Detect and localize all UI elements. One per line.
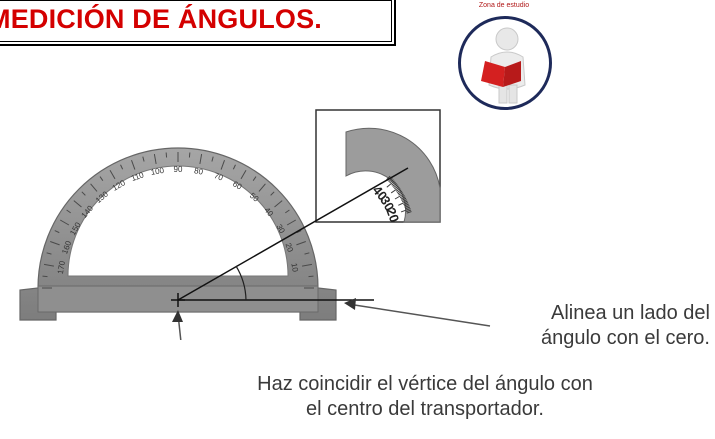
protractor-tick bbox=[258, 183, 266, 192]
vertex-caption: Haz coincidir el vértice del ángulo con … bbox=[226, 372, 624, 422]
protractor-tick-label: 70 bbox=[213, 171, 225, 183]
zoom-tick bbox=[403, 202, 409, 206]
badge-label: Zona de estudio bbox=[478, 2, 530, 9]
protractor-tick bbox=[301, 263, 313, 267]
zoom-tick bbox=[393, 184, 398, 189]
protractor-tick bbox=[46, 252, 52, 255]
protractor-tick bbox=[240, 169, 247, 180]
protractor-tick bbox=[120, 164, 124, 170]
zoom-tick bbox=[401, 197, 407, 201]
protractor-tick bbox=[274, 200, 283, 208]
protractor-tick bbox=[232, 164, 236, 170]
zoom-tick bbox=[399, 194, 405, 199]
protractor-tick bbox=[99, 176, 104, 181]
protractor-tick bbox=[286, 219, 297, 226]
align-side-caption-line2: ángulo con el cero. bbox=[540, 327, 710, 349]
zoom-tick bbox=[394, 185, 399, 190]
zoom-tick bbox=[400, 208, 411, 213]
zoom-tick bbox=[406, 209, 412, 213]
vertex-caption-line2: el centro del transportador. bbox=[306, 398, 544, 420]
protractor-tick bbox=[252, 176, 257, 181]
zoom-tick-label: 20 bbox=[383, 206, 402, 225]
zoom-tick bbox=[400, 196, 406, 200]
protractor-tick bbox=[54, 230, 60, 234]
title-box: MEDICIÓN DE ÁNGULOS. bbox=[0, 0, 396, 46]
align-side-caption: Alinea un lado del ángulo con el cero. bbox=[488, 301, 710, 351]
protractor-inner-cutout bbox=[67, 165, 289, 277]
zoom-tick bbox=[406, 211, 412, 214]
arrow-to-zero bbox=[344, 298, 491, 327]
protractor-tick bbox=[66, 209, 71, 214]
zoom-tick bbox=[388, 178, 393, 183]
zoom-ticks bbox=[386, 175, 412, 214]
badge-circle bbox=[458, 16, 552, 110]
protractor-tick-label: 10 bbox=[289, 262, 300, 273]
student-reading-book-icon bbox=[481, 27, 526, 104]
protractor-tick-label: 20 bbox=[283, 242, 295, 254]
zoom-tick bbox=[405, 206, 411, 210]
zoom-tick bbox=[390, 186, 400, 194]
protractor-ticks bbox=[42, 152, 314, 289]
zoom-tick bbox=[398, 200, 408, 206]
zoom-tick bbox=[403, 203, 409, 207]
page-title: MEDICIÓN DE ÁNGULOS. bbox=[0, 4, 323, 34]
zoom-tick bbox=[401, 199, 407, 203]
zoom-tick bbox=[391, 181, 396, 186]
protractor-tick bbox=[142, 156, 145, 162]
zoom-tick bbox=[389, 179, 394, 184]
protractor-tick bbox=[285, 209, 290, 214]
study-zone-badge: Zona de estudio bbox=[458, 2, 552, 132]
zoom-tick bbox=[404, 205, 410, 208]
protractor-tick bbox=[43, 263, 55, 267]
protractor-tick bbox=[153, 153, 157, 165]
align-side-caption-line1: Alinea un lado del bbox=[550, 302, 710, 324]
protractor-tick-labels: 1020304050607080901001101201301401501601… bbox=[56, 165, 300, 275]
protractor-tick-label: 100 bbox=[150, 166, 165, 177]
protractor-tick bbox=[90, 183, 98, 192]
protractor-tick bbox=[73, 200, 82, 208]
protractor-tick bbox=[220, 160, 225, 170]
protractor-tick-label: 80 bbox=[193, 166, 204, 177]
protractor-tick bbox=[199, 153, 203, 165]
protractor-tick-label: 110 bbox=[130, 170, 146, 183]
zoom-tick-label: 30 bbox=[377, 193, 397, 213]
protractor-tick-label: 160 bbox=[60, 239, 73, 255]
zoom-tick bbox=[397, 190, 403, 195]
protractor-tick-label: 170 bbox=[56, 260, 67, 275]
vertex-caption-line1: Haz coincidir el vértice del ángulo con bbox=[257, 373, 593, 395]
protractor-tick bbox=[59, 219, 70, 226]
protractor-tick bbox=[131, 160, 136, 170]
angle-arc bbox=[235, 265, 247, 301]
zoom-tick bbox=[386, 175, 391, 180]
zoom-tick bbox=[392, 182, 397, 187]
zoom-tick bbox=[394, 193, 404, 200]
protractor-tick-label: 90 bbox=[174, 165, 183, 174]
zoom-tick bbox=[395, 188, 401, 192]
protractor-tick bbox=[304, 252, 310, 255]
protractor-tick bbox=[270, 191, 275, 196]
protractor-tick bbox=[50, 241, 60, 246]
protractor-tick bbox=[81, 191, 86, 196]
protractor-tick bbox=[211, 156, 214, 162]
zoom-tick bbox=[398, 192, 404, 196]
zoom-tick bbox=[386, 180, 395, 188]
protractor-tick bbox=[296, 241, 306, 246]
protractor-diagram: 1020304050607080901001101201301401501601… bbox=[19, 109, 491, 340]
zoom-tick bbox=[396, 189, 402, 194]
arrow-to-vertex bbox=[172, 310, 183, 340]
angle-ray-inclined bbox=[177, 167, 409, 301]
protractor-tick bbox=[109, 169, 116, 180]
